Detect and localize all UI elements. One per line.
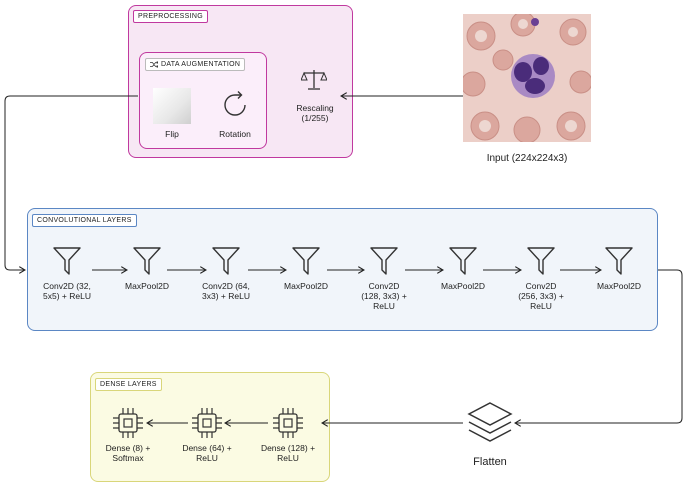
shuffle-icon [150, 61, 158, 68]
funnel-icon [370, 246, 398, 276]
arrow-preprocessing-to-conv [4, 95, 138, 270]
layers-icon [467, 401, 513, 445]
flatten-label: Flatten [473, 456, 507, 468]
conv-title: CONVOLUTIONAL LAYERS [32, 214, 137, 227]
preprocessing-group: PREPROCESSING DATA AUGMENTATION Flip Rot… [128, 5, 353, 158]
augmentation-group: DATA AUGMENTATION Flip Rotation [139, 52, 267, 149]
chip-icon [113, 407, 143, 439]
rotation-label: Rotation [219, 129, 251, 139]
input-image [463, 14, 591, 142]
funnel-icon [53, 246, 81, 276]
scale-icon [301, 68, 327, 92]
flip-gradient-icon [153, 88, 191, 124]
conv-layer-label: MaxPool2D [441, 281, 485, 291]
funnel-icon [605, 246, 633, 276]
conv-layer-label: Conv2D (128, 3x3) + ReLU [361, 281, 407, 311]
arrow-conv-to-flatten [515, 269, 683, 423]
augmentation-title-text: DATA AUGMENTATION [161, 61, 241, 68]
funnel-icon [212, 246, 240, 276]
funnel-icon [449, 246, 477, 276]
rescaling-label: Rescaling (1/255) [296, 103, 334, 123]
chip-icon [273, 407, 303, 439]
funnel-icon [133, 246, 161, 276]
chip-icon [192, 407, 222, 439]
dense-layer-label: Dense (64) + ReLU [182, 443, 232, 463]
augmentation-title: DATA AUGMENTATION [145, 58, 246, 71]
flip-label: Flip [165, 129, 179, 139]
rotate-icon [220, 90, 250, 120]
conv-layer-label: MaxPool2D [125, 281, 169, 291]
funnel-icon [527, 246, 555, 276]
preprocessing-title: PREPROCESSING [133, 10, 208, 23]
conv-layer-label: MaxPool2D [597, 281, 641, 291]
input-label: Input (224x224x3) [486, 153, 568, 164]
dense-layer-label: Dense (8) + Softmax [105, 443, 151, 463]
conv-layer-label: MaxPool2D [284, 281, 328, 291]
conv-layer-label: Conv2D (64, 3x3) + ReLU [202, 281, 250, 301]
conv-layer-label: Conv2D (256, 3x3) + ReLU [518, 281, 564, 311]
funnel-icon [292, 246, 320, 276]
conv-layer-label: Conv2D (32, 5x5) + ReLU [43, 281, 91, 301]
dense-layer-label: Dense (128) + ReLU [260, 443, 316, 463]
dense-title: DENSE LAYERS [95, 378, 162, 391]
